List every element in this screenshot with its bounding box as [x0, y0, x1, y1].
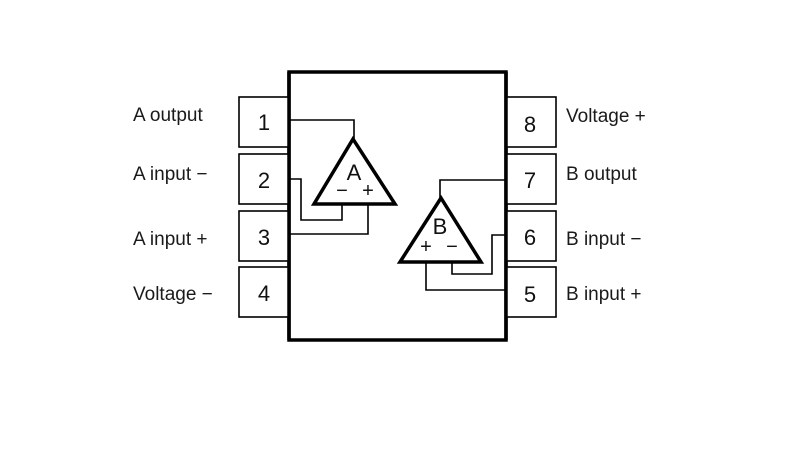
pin-label: Voltage −	[133, 284, 213, 305]
pin-number: 6	[524, 225, 536, 250]
pin-3-box	[238, 210, 290, 262]
pin-label: A input +	[133, 229, 207, 250]
pin-label: B input −	[566, 229, 642, 250]
left-pins	[238, 96, 290, 318]
pin-number: 1	[258, 110, 270, 135]
pin-label: B output	[566, 164, 637, 185]
pin-number: 4	[258, 281, 270, 306]
chip-body	[287, 70, 508, 342]
pin-number: 8	[524, 112, 536, 137]
opamp-a-name: A	[347, 160, 362, 185]
wire-pin1-output-a	[290, 119, 355, 139]
opamp-a-triangle	[310, 135, 399, 206]
wire-pin6-minus-b	[451, 234, 505, 275]
opamp-a: A − +	[290, 119, 399, 235]
pin-2-box	[238, 153, 290, 205]
wire-pin3-plus-a	[290, 204, 369, 235]
opamp-a-plus: +	[362, 180, 374, 202]
pin-1-box	[238, 96, 290, 148]
opamp-b-plus: +	[420, 236, 432, 258]
opamp-a-minus: −	[336, 180, 348, 202]
pin-number: 5	[524, 282, 536, 307]
pin-number: 3	[258, 225, 270, 250]
pin-label: Voltage +	[566, 106, 646, 127]
opamp-b-minus: −	[446, 236, 458, 258]
opamp-b-name: B	[433, 214, 448, 239]
pin-number: 2	[258, 168, 270, 193]
pin-number: 7	[524, 168, 536, 193]
opamp-b: B + −	[396, 179, 505, 291]
pin-label: B input +	[566, 284, 642, 305]
wire-pin5-plus-b	[425, 262, 505, 291]
wire-pin7-output-b	[439, 179, 505, 198]
pin-8-box	[505, 96, 557, 148]
pin-label: A output	[133, 105, 203, 126]
pin-label: A input −	[133, 164, 207, 185]
wire-pin2-minus-a	[290, 178, 343, 221]
right-pins	[505, 96, 557, 318]
pin-6-box	[505, 210, 557, 262]
opamp-b-triangle	[396, 194, 485, 264]
